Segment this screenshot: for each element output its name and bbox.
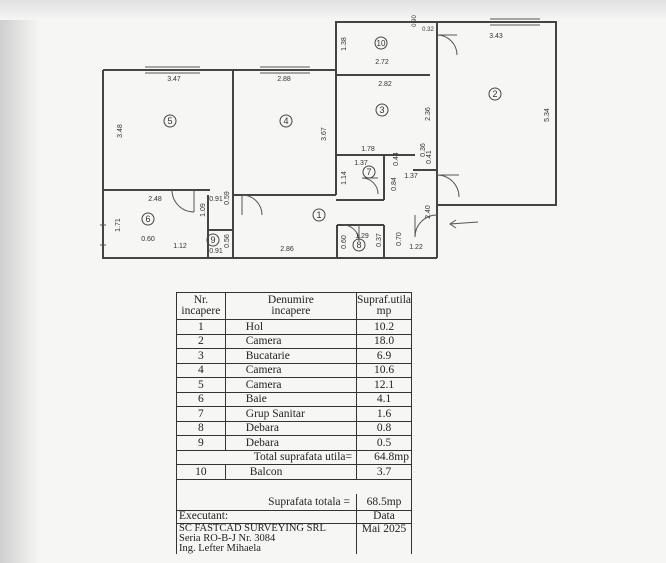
room-label: 4	[283, 116, 288, 126]
dim-label: 1.78	[361, 146, 375, 153]
executant-label: Executant:	[175, 509, 358, 524]
page-shadow-top	[0, 0, 666, 20]
company-series: Seria RO-B-J Nr. 3084	[179, 532, 276, 544]
dim-label: 5.34	[544, 108, 551, 122]
dim-label: 2.82	[378, 81, 392, 88]
dim-label: 3.47	[167, 76, 181, 83]
room-label: 7	[366, 167, 371, 177]
total-useful-value: 64.8mp	[356, 449, 412, 465]
balcony-row: 10 Balcon 3.7	[176, 464, 412, 480]
dim-label: 0.56	[224, 234, 231, 248]
room-label: 5	[167, 116, 172, 126]
total-useful-label: Total suprafata utila=	[175, 449, 358, 465]
dim-label: 2.40	[425, 205, 432, 219]
dim-label: 3.48	[117, 124, 124, 138]
dim-label: 0.37	[376, 233, 383, 247]
dim-label: 1.37	[404, 173, 418, 180]
dim-label: 3.67	[321, 127, 328, 141]
dim-label: 0.60	[341, 235, 348, 249]
dim-label: 1.12	[173, 243, 187, 250]
room-label: 2	[492, 89, 497, 99]
room-label: 1	[316, 210, 321, 220]
dim-label: 2.48	[148, 196, 162, 203]
executant-row: Executant: Data	[175, 509, 412, 524]
room-label: 3	[379, 105, 384, 115]
header-nr: Nr.incapere	[176, 292, 226, 320]
room-label: 8	[356, 240, 361, 250]
dim-label: 0.70	[396, 232, 403, 246]
dim-label: 0.90	[412, 15, 418, 27]
dim-label: 0.91	[209, 248, 223, 255]
date-label: Data	[356, 509, 412, 524]
room-label: 10	[377, 39, 386, 48]
page-shadow	[0, 0, 40, 563]
dim-label: 1.37	[354, 160, 368, 167]
dim-label: 2.86	[280, 246, 294, 253]
total-label: Suprafata totala =	[175, 493, 358, 511]
dim-label: 0.41	[426, 150, 433, 164]
room-label: 9	[210, 235, 215, 245]
dim-label: 2.88	[277, 76, 291, 83]
dim-label: 2.72	[375, 59, 389, 66]
dim-label: 0.59	[224, 191, 231, 205]
room-label: 6	[145, 214, 150, 224]
dim-label: 1.38	[341, 37, 348, 51]
total-row: Suprafata totala = 68.5mp	[175, 493, 412, 511]
company-name: SC FASTCAD SURVEYING SRL	[179, 522, 326, 534]
dim-label: 1.22	[409, 244, 423, 251]
total-useful-row: Total suprafata utila= 64.8mp	[175, 449, 412, 465]
dim-label: 0.91	[209, 196, 223, 203]
dim-label: 0.44	[393, 152, 400, 166]
total-value: 68.5mp	[356, 493, 412, 511]
dim-label: 1.29	[355, 233, 369, 240]
table-spacer	[176, 479, 412, 494]
dim-label: 0.60	[141, 236, 155, 243]
dim-label: 2.36	[425, 107, 432, 121]
dim-label: 0.36	[420, 143, 427, 157]
dim-label: 1.14	[341, 171, 348, 185]
company-info: SC FASTCAD SURVEYING SRL Seria RO-B-J Nr…	[175, 522, 358, 554]
dim-label: 3.43	[489, 33, 503, 40]
dim-label: 0.32	[422, 27, 434, 33]
dim-label: 0.84	[391, 177, 398, 191]
company-row: SC FASTCAD SURVEYING SRL Seria RO-B-J Nr…	[175, 522, 412, 554]
engineer-name: Ing. Lefter Mihaela	[179, 542, 261, 554]
date-value: Mai 2025	[356, 522, 412, 554]
dim-label: 1.71	[115, 218, 122, 232]
floor-plan: 1 2 3 4 5 6 7 8 9 10 3.47 2.88 2.72 2.82…	[100, 15, 557, 259]
dim-label: 1.09	[200, 203, 207, 217]
